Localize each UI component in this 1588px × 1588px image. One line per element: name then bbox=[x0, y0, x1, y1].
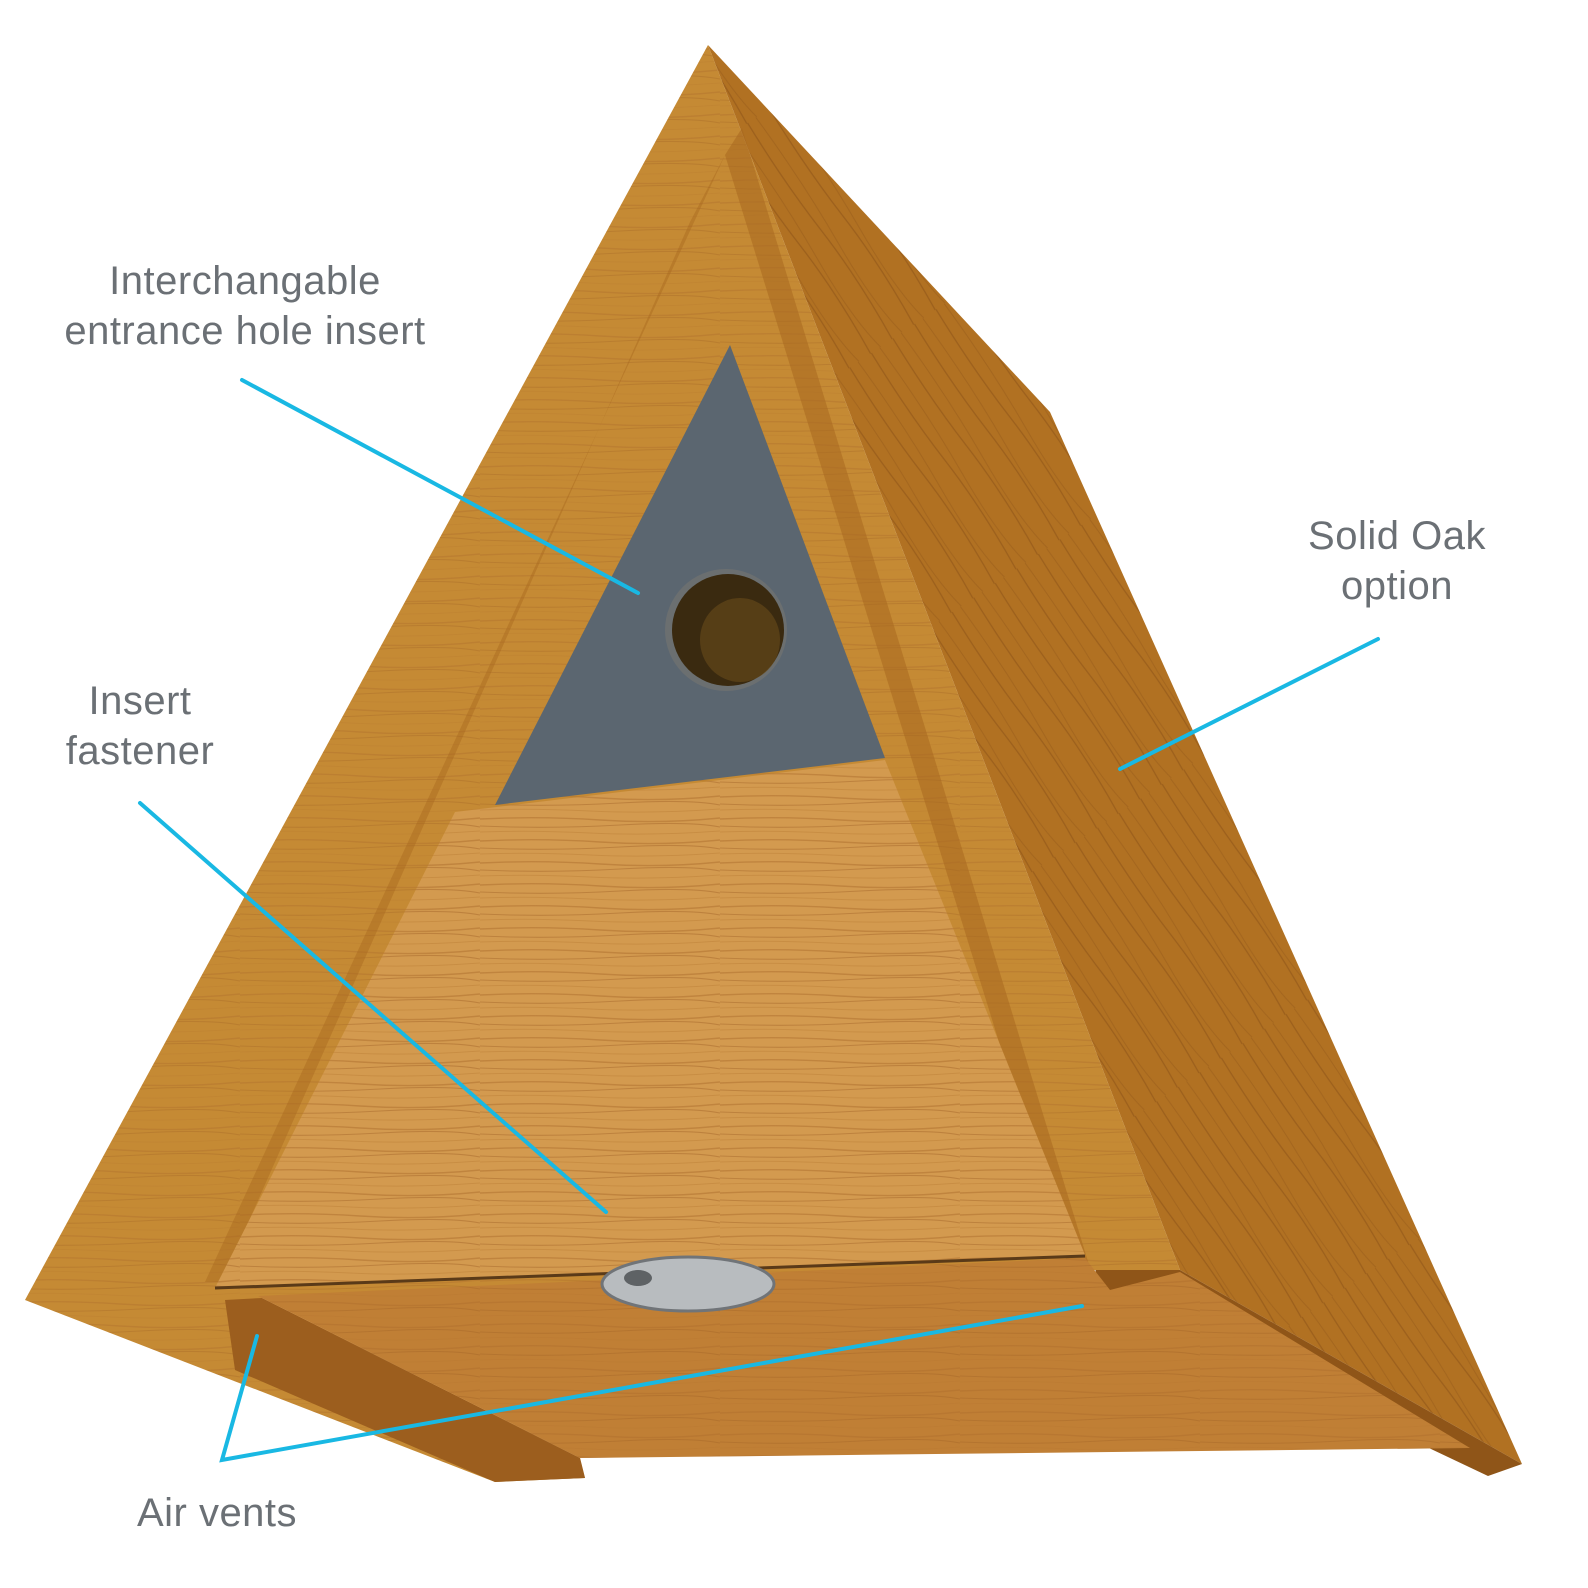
label-solid-oak-line2: option bbox=[1341, 564, 1453, 608]
frame-inner-bevel bbox=[725, 128, 1090, 1272]
leader-solid-oak bbox=[1118, 637, 1380, 771]
label-solid-oak-line1: Solid Oak bbox=[1308, 514, 1486, 558]
label-entrance-insert: Interchangable entrance hole insert bbox=[40, 256, 450, 356]
entrance-hole-light bbox=[700, 598, 780, 682]
insert-fastener-screw bbox=[624, 1270, 652, 1286]
leader-insert-fastener bbox=[138, 801, 608, 1214]
label-insert-fastener: Insert fastener bbox=[40, 676, 240, 776]
oak-bottom-foot bbox=[225, 1298, 585, 1482]
label-insert-fastener-line2: fastener bbox=[65, 729, 215, 773]
label-solid-oak: Solid Oak option bbox=[1290, 511, 1504, 611]
leader-air-vents bbox=[219, 1304, 1084, 1463]
label-entrance-insert-line1: Interchangable bbox=[109, 259, 381, 303]
oak-front-panel-grain bbox=[215, 760, 1085, 1288]
oak-lower-panel-grain bbox=[258, 1258, 1470, 1458]
label-air-vents-line1: Air vents bbox=[136, 1491, 298, 1535]
insert-fastener-disc bbox=[600, 1255, 776, 1313]
slate-entrance-insert bbox=[495, 345, 885, 805]
leader-entrance-insert bbox=[240, 378, 640, 595]
oak-side-face-grain bbox=[708, 45, 1522, 1464]
label-entrance-insert-line2: entrance hole insert bbox=[64, 309, 426, 353]
frame-inner-bevel-left bbox=[205, 155, 725, 1282]
label-air-vents: Air vents bbox=[110, 1488, 324, 1538]
label-insert-fastener-line1: Insert bbox=[88, 679, 192, 723]
